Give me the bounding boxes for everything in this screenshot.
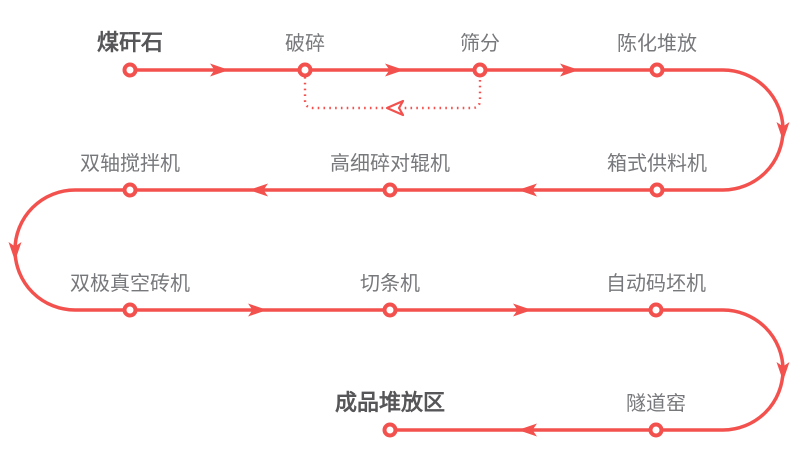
flow-nodes: 煤矸石 破碎 筛分 陈化堆放 箱式供料机 高细碎对辊机 双轴搅拌机 双极真空砖机… <box>70 30 707 438</box>
node-crushing-marker <box>297 62 313 78</box>
arrow-down-icon <box>776 362 790 381</box>
arrow-left-icon <box>249 183 268 197</box>
arrow-right-icon <box>248 303 267 317</box>
node-fine-roller-crusher-label: 高细碎对辊机 <box>330 152 450 175</box>
node-screening-label: 筛分 <box>460 32 500 55</box>
return-path <box>303 77 482 110</box>
node-tunnel-kiln-marker <box>648 422 664 438</box>
node-strip-cutter-label: 切条机 <box>360 272 420 295</box>
node-fine-roller-crusher-marker <box>382 182 398 198</box>
node-box-feeder-marker <box>649 182 665 198</box>
arrow-down-icon <box>776 122 790 141</box>
arrow-right-icon <box>560 63 579 77</box>
node-box-feeder-label: 箱式供料机 <box>607 152 707 175</box>
node-finished-stockyard-label: 成品堆放区 <box>335 390 445 415</box>
node-auto-stacker-marker <box>648 302 664 318</box>
return-arrow-left-icon <box>385 99 405 117</box>
node-twin-shaft-mixer-marker <box>122 182 138 198</box>
flow-path <box>13 68 785 432</box>
node-screening-marker <box>472 62 488 78</box>
arrow-right-icon <box>385 63 404 77</box>
node-finished-stockyard-marker <box>382 422 398 438</box>
arrow-left-icon <box>518 423 537 437</box>
node-vacuum-brick-machine-marker <box>122 302 138 318</box>
node-strip-cutter-marker <box>382 302 398 318</box>
node-coal-gangue-marker <box>122 62 138 78</box>
node-auto-stacker-label: 自动码坯机 <box>606 272 706 295</box>
node-tunnel-kiln-label: 隧道窑 <box>626 392 686 415</box>
arrow-right-icon <box>210 63 229 77</box>
flow-arrows <box>8 63 790 437</box>
node-coal-gangue-label: 煤矸石 <box>97 30 163 55</box>
arrow-right-icon <box>513 303 532 317</box>
arrow-down-icon <box>8 242 22 261</box>
arrow-left-icon <box>518 183 537 197</box>
node-aging-stacking-label: 陈化堆放 <box>617 32 697 55</box>
node-vacuum-brick-machine-label: 双极真空砖机 <box>70 272 190 295</box>
node-twin-shaft-mixer-label: 双轴搅拌机 <box>80 152 180 175</box>
node-crushing-label: 破碎 <box>285 32 325 55</box>
node-aging-stacking-marker <box>649 62 665 78</box>
